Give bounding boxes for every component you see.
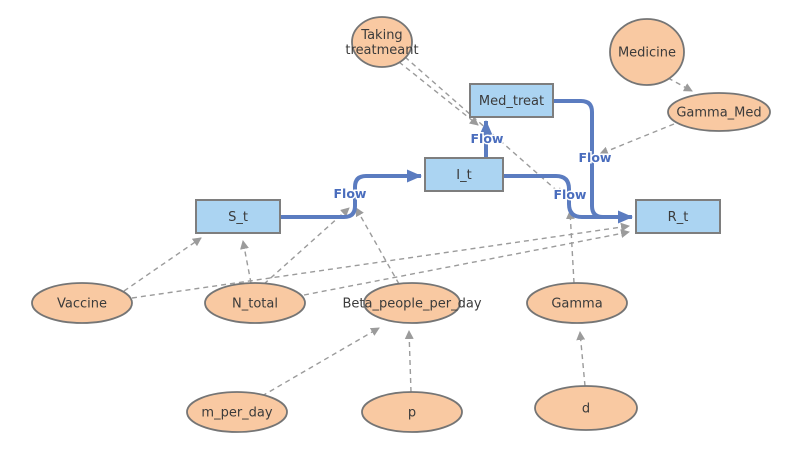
variable-m-per-day-shape xyxy=(186,391,288,433)
stock-s-t-label: S_t xyxy=(228,210,248,225)
variable-m-per-day[interactable]: m_per_day xyxy=(186,391,288,433)
flow-i-to-r[interactable] xyxy=(503,174,633,224)
variable-gamma-shape xyxy=(526,282,628,324)
stock-med-treat[interactable]: Med_treat xyxy=(469,83,554,118)
variable-gamma-med[interactable]: Gamma_Med xyxy=(667,92,771,132)
variable-beta-people-per-day-label: Beta_people_per_day xyxy=(342,297,481,312)
variable-gamma-label: Gamma xyxy=(551,297,602,312)
variable-beta-people-per-day[interactable]: Beta_people_per_day xyxy=(342,282,482,324)
stock-s-t-shape xyxy=(195,199,281,234)
stock-i-t-shape xyxy=(424,157,504,192)
flow-i-to-r-flow-label[interactable]: Flow xyxy=(552,186,588,204)
connector-n-total-to-r-t[interactable] xyxy=(303,229,630,296)
connector-p-to-beta[interactable] xyxy=(404,330,414,393)
connector-taking-treatmeant-to-flow-i-r[interactable] xyxy=(404,56,564,197)
connector-n-total-to-s-t[interactable] xyxy=(240,240,252,284)
connector-m-per-day-to-beta[interactable] xyxy=(261,327,380,397)
stock-r-t-shape xyxy=(635,199,721,234)
variable-gamma-med-label: Gamma_Med xyxy=(676,106,761,121)
connector-vaccine-to-s-t[interactable] xyxy=(123,237,202,292)
flow-s-to-i[interactable] xyxy=(280,169,422,219)
variable-p[interactable]: p xyxy=(361,391,463,433)
variable-n-total-label: N_total xyxy=(232,297,278,312)
stock-i-t[interactable]: I_t xyxy=(424,157,504,192)
variable-p-shape xyxy=(361,391,463,433)
connector-n-total-to-flow-s-i[interactable] xyxy=(263,207,350,285)
connector-taking-treatmeant-to-flow-i-med[interactable] xyxy=(398,61,479,126)
variable-medicine-label: Medicine xyxy=(618,46,676,61)
variable-d[interactable]: d xyxy=(534,385,638,431)
variable-gamma-med-shape xyxy=(667,92,771,132)
variable-medicine-shape xyxy=(609,18,685,86)
variable-beta-people-per-day-shape xyxy=(363,282,461,324)
connector-gamma-med-to-flow-med-r[interactable] xyxy=(599,123,675,156)
stock-med-treat-label: Med_treat xyxy=(479,94,544,109)
variable-n-total-shape xyxy=(204,282,306,324)
variable-p-label: p xyxy=(408,406,416,421)
variable-medicine[interactable]: Medicine xyxy=(609,18,685,86)
variable-m-per-day-label: m_per_day xyxy=(201,406,272,421)
variable-n-total[interactable]: N_total xyxy=(204,282,306,324)
connector-d-to-gamma[interactable] xyxy=(576,331,586,387)
flow-med-to-r[interactable] xyxy=(553,99,618,219)
flow-med-to-r-flow-label[interactable]: Flow xyxy=(577,149,613,167)
flow-i-to-med-flow-label[interactable]: Flow xyxy=(469,130,505,148)
flow-s-to-i-flow-label[interactable]: Flow xyxy=(332,185,368,203)
stock-i-t-label: I_t xyxy=(456,168,471,183)
variable-vaccine-label: Vaccine xyxy=(57,297,107,312)
connector-beta-to-flow-s-i[interactable] xyxy=(355,207,400,285)
variable-taking-treatmeant-shape xyxy=(351,16,413,68)
variable-d-shape xyxy=(534,385,638,431)
variable-vaccine-shape xyxy=(31,282,133,324)
stock-r-t[interactable]: R_t xyxy=(635,199,721,234)
stock-r-t-label: R_t xyxy=(668,210,689,225)
variable-d-label: d xyxy=(582,402,590,417)
stock-med-treat-shape xyxy=(469,83,554,118)
connector-vaccine-to-r-t[interactable] xyxy=(131,222,630,299)
connector-gamma-to-flow-i-r[interactable] xyxy=(565,210,575,284)
connector-medicine-to-gamma-med[interactable] xyxy=(667,77,693,92)
variable-vaccine[interactable]: Vaccine xyxy=(31,282,133,324)
stock-s-t[interactable]: S_t xyxy=(195,199,281,234)
variable-gamma[interactable]: Gamma xyxy=(526,282,628,324)
